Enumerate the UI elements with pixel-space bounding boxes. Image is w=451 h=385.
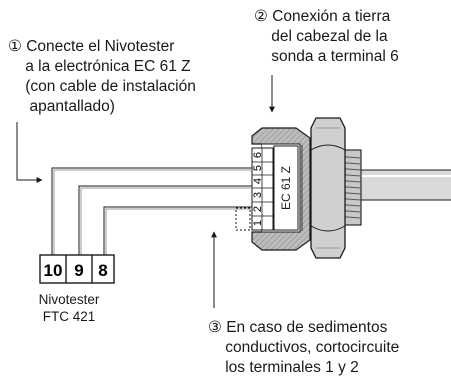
leader-note-1: [16, 122, 43, 183]
wires: [51, 167, 252, 255]
note-connect-nivotester: ① Conecte el Nivotester a la electrónica…: [8, 38, 196, 115]
nivotester-terminal-8: 8: [98, 261, 107, 280]
terminal-6: 6: [252, 152, 264, 158]
probe-terminal-block: 6 5 4 3 2 1: [251, 147, 274, 231]
nivotester-terminal-9: 9: [74, 261, 83, 280]
electronics-label: EC 61 Z: [279, 166, 293, 210]
note-short-circuit-terminals: ③ En caso de sedimentos conductivos, cor…: [208, 319, 400, 376]
nivotester-label: Nivotester FTC 421: [38, 292, 100, 324]
terminal-5: 5: [252, 165, 264, 171]
wire-to-terminal-2: [80, 187, 252, 255]
note-ground-connection: ② Conexión a tierra del cabezal de la so…: [254, 8, 399, 65]
probe-hex-nut: [310, 117, 346, 259]
terminal-1: 1: [252, 220, 264, 226]
terminal-3: 3: [252, 192, 264, 198]
electronics-insert-ec61z: EC 61 Z: [273, 145, 299, 231]
nivotester-terminal-block: 10 9 8: [39, 254, 115, 284]
probe-rod: [355, 169, 451, 201]
leader-lines: [16, 75, 275, 308]
terminal-bridge-1-2: [235, 207, 251, 231]
wire-to-terminal-3: [78, 185, 252, 255]
terminal-2: 2: [252, 206, 264, 212]
wire-to-terminal-4: [53, 169, 252, 255]
nivotester-terminal-10: 10: [44, 261, 63, 280]
wire-to-terminal-0: [105, 208, 252, 255]
terminal-4: 4: [252, 178, 264, 184]
wire-to-terminal-1: [103, 206, 252, 255]
wire-to-terminal-5: [51, 167, 252, 255]
